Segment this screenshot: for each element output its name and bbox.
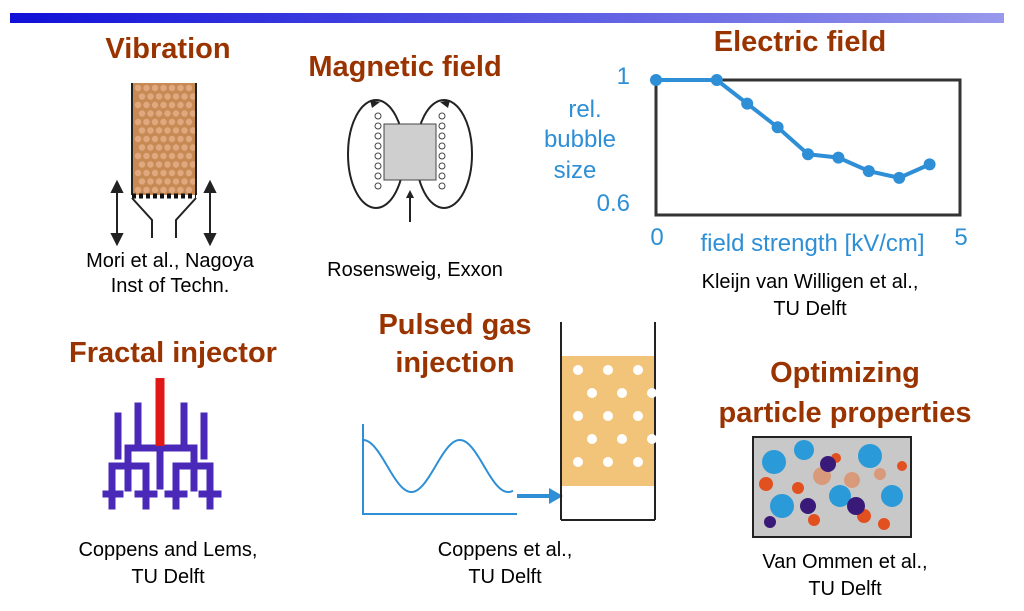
x-axis-label: field strength [kV/cm] (700, 230, 925, 257)
electric-caption-line1: Kleijn van Willigen et al., (701, 271, 919, 293)
chart-frame (654, 78, 962, 217)
optimizing-title-line2: particle properties (718, 397, 972, 429)
data-point (862, 165, 875, 178)
optimizing-caption-line1: Van Ommen et al., (762, 551, 928, 573)
magnetic-caption: Rosensweig, Exxon (327, 259, 503, 281)
y-axis-label-line1: rel. (568, 96, 602, 123)
y-tick-label-1: 1 (616, 63, 630, 90)
electric-title: Electric field (713, 26, 887, 58)
optimizing-caption-line2: TU Delft (808, 578, 882, 600)
electric-caption-line2: TU Delft (773, 298, 847, 320)
series-line (656, 78, 931, 180)
vibration-caption-line1: Mori et al., Nagoya (86, 250, 254, 272)
data-point (832, 151, 845, 164)
fractal-injector-diagram (102, 378, 222, 510)
data-point (710, 74, 723, 86)
y-axis-label-line2: bubble (543, 126, 617, 153)
pulsed-title-line2: injection (395, 347, 515, 379)
pulsed-gas-diagram (362, 322, 657, 521)
x-tick-label-0: 0 (650, 224, 664, 251)
fractal-caption-line1: Coppens and Lems, (78, 539, 258, 561)
particles-diagram (752, 436, 912, 538)
vibration-title: Vibration (105, 33, 231, 65)
pulsed-caption-line1: Coppens et al., (437, 539, 573, 561)
y-tick-label-0-6: 0.6 (596, 190, 630, 217)
pulsed-title-line1: Pulsed gas (378, 309, 532, 341)
vibration-diagram (110, 83, 217, 247)
data-point (650, 74, 662, 86)
vibration-caption-line2: Inst of Techn. (110, 275, 230, 297)
x-tick-label-5: 5 (954, 224, 968, 251)
pulsed-caption-line2: TU Delft (468, 566, 542, 588)
vibration-arrow-left (110, 179, 124, 247)
fractal-title: Fractal injector (69, 337, 277, 369)
data-point (893, 171, 906, 184)
data-point (923, 158, 936, 171)
optimizing-title-line1: Optimizing (770, 357, 920, 389)
magnetic-diagram (347, 99, 473, 222)
data-point (802, 148, 814, 161)
data-point (771, 121, 784, 134)
y-axis-label-line3: size (553, 157, 597, 184)
magnetic-title: Magnetic field (308, 51, 502, 83)
header-bar (10, 13, 1004, 23)
fractal-caption-line2: TU Delft (131, 566, 205, 588)
vibration-arrow-right (203, 179, 217, 247)
data-point (741, 97, 754, 110)
